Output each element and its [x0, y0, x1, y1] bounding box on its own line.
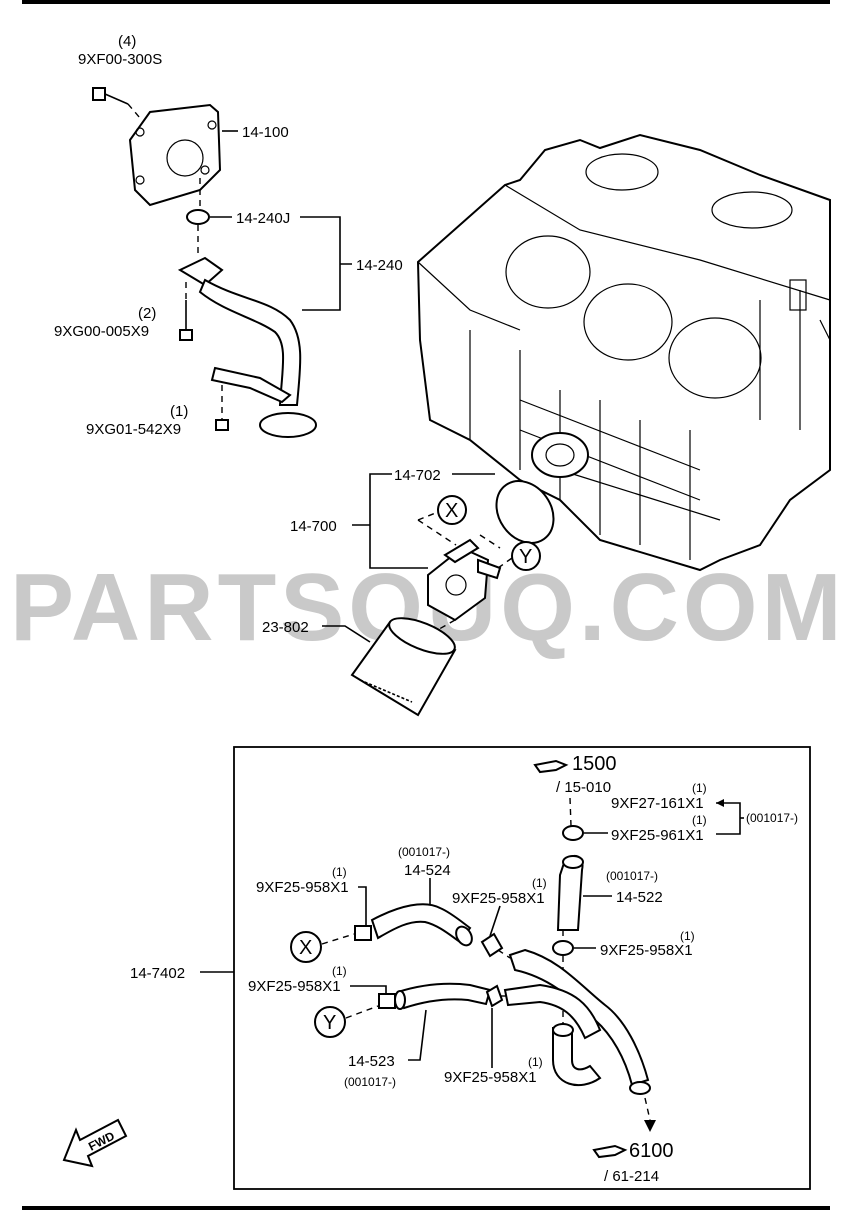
- bolt-qty: (4): [118, 33, 136, 50]
- clamp-left-qty: (1): [332, 865, 347, 879]
- ref-bottom-num[interactable]: 6100: [629, 1140, 674, 1162]
- marker-y-icon: [511, 541, 541, 571]
- hose-523-date: (001017-): [344, 1075, 396, 1089]
- clamp-mid-qty: (1): [532, 876, 547, 890]
- hose-523-label: 14-523: [348, 1053, 395, 1070]
- gasket-icon: [186, 209, 210, 225]
- pan-cover-part: [128, 103, 222, 207]
- bolt-part: 9XF00-300S: [78, 51, 162, 68]
- pipe-lower-part: [503, 983, 602, 1040]
- oil-filter-part: [350, 617, 457, 717]
- marker-x-icon: [437, 495, 467, 525]
- clamp-bottom-qty: (1): [528, 1055, 543, 1069]
- bolt2-part: 9XG00-005X9: [54, 323, 149, 340]
- marker-y: Y: [519, 546, 532, 568]
- filter-label: 23-802: [262, 619, 309, 636]
- hose-524-date: (001017-): [398, 845, 450, 859]
- marker-x-icon: [290, 931, 322, 963]
- clamp-left-part: 9XF25-958X1: [256, 879, 349, 896]
- hose-end-icon: [455, 925, 473, 947]
- nut-icon: [215, 419, 229, 431]
- hose-end-icon: [562, 855, 584, 869]
- pipe-outlet-icon: [629, 1081, 651, 1095]
- marker-y-icon: [314, 1006, 346, 1038]
- inset-box: [233, 746, 811, 1190]
- bolt-icon: [92, 87, 129, 105]
- clamp-icon: [552, 940, 574, 956]
- clip-icon: [562, 825, 584, 841]
- clamp-icon: [378, 993, 396, 1009]
- pipe-end-icon: [552, 1023, 574, 1037]
- bolt-icon: [179, 300, 193, 341]
- nut-part: 9XG01-542X9: [86, 421, 181, 438]
- ref-top-page[interactable]: / 15-010: [556, 779, 611, 796]
- oring-icon: [495, 480, 555, 544]
- clip-a-part: 9XF27-161X1: [611, 795, 704, 812]
- clamp-right-part: 9XF25-958X1: [600, 942, 693, 959]
- pointing-hand-icon: [592, 1144, 628, 1159]
- strainer-label: 14-240: [356, 257, 403, 274]
- clip-b-part: 9XF25-961X1: [611, 827, 704, 844]
- ref-top-num[interactable]: 1500: [572, 753, 617, 775]
- inset-marker-y: Y: [323, 1012, 336, 1034]
- clamp-icon: [354, 925, 372, 941]
- strainer-part: [177, 256, 317, 438]
- clamp-lower-part: 9XF25-958X1: [248, 978, 341, 995]
- pan-cover-label: 14-100: [242, 124, 289, 141]
- inset-marker-x: X: [299, 937, 312, 959]
- marker-x: X: [445, 500, 458, 522]
- clamp-icon: [485, 984, 504, 1008]
- gasket-label: 14-240J: [236, 210, 290, 227]
- bolt2-qty: (2): [138, 305, 156, 322]
- clamp-right-qty: (1): [680, 929, 695, 943]
- clip-b-qty: (1): [692, 813, 707, 827]
- inset-assy-label: 14-7402: [130, 965, 185, 982]
- hose-end-icon: [394, 990, 406, 1010]
- hose-524-part: [370, 903, 472, 944]
- hose-522-date: (001017-): [606, 869, 658, 883]
- clamp-icon: [480, 932, 504, 958]
- hose-522-label: 14-522: [616, 889, 663, 906]
- clip-a-qty: (1): [692, 781, 707, 795]
- ref-bottom-page[interactable]: / 61-214: [604, 1168, 659, 1185]
- fwd-arrow-icon: [62, 1118, 128, 1168]
- clamp-bottom-part: 9XF25-958X1: [444, 1069, 537, 1086]
- hose-523-part: [396, 982, 492, 1010]
- engine-block: [416, 133, 831, 572]
- oil-cooler-part: [427, 538, 502, 622]
- oring-label: 14-702: [394, 467, 441, 484]
- pipe-elbow-part: [552, 1027, 602, 1087]
- clamp-mid-part: 9XF25-958X1: [452, 890, 545, 907]
- cooler-assy-label: 14-700: [290, 518, 337, 535]
- hose-524-label: 14-524: [404, 862, 451, 879]
- nut-qty: (1): [170, 403, 188, 420]
- date-code-right: (001017-): [746, 811, 798, 825]
- clamp-lower-qty: (1): [332, 964, 347, 978]
- pointing-hand-icon: [533, 759, 569, 774]
